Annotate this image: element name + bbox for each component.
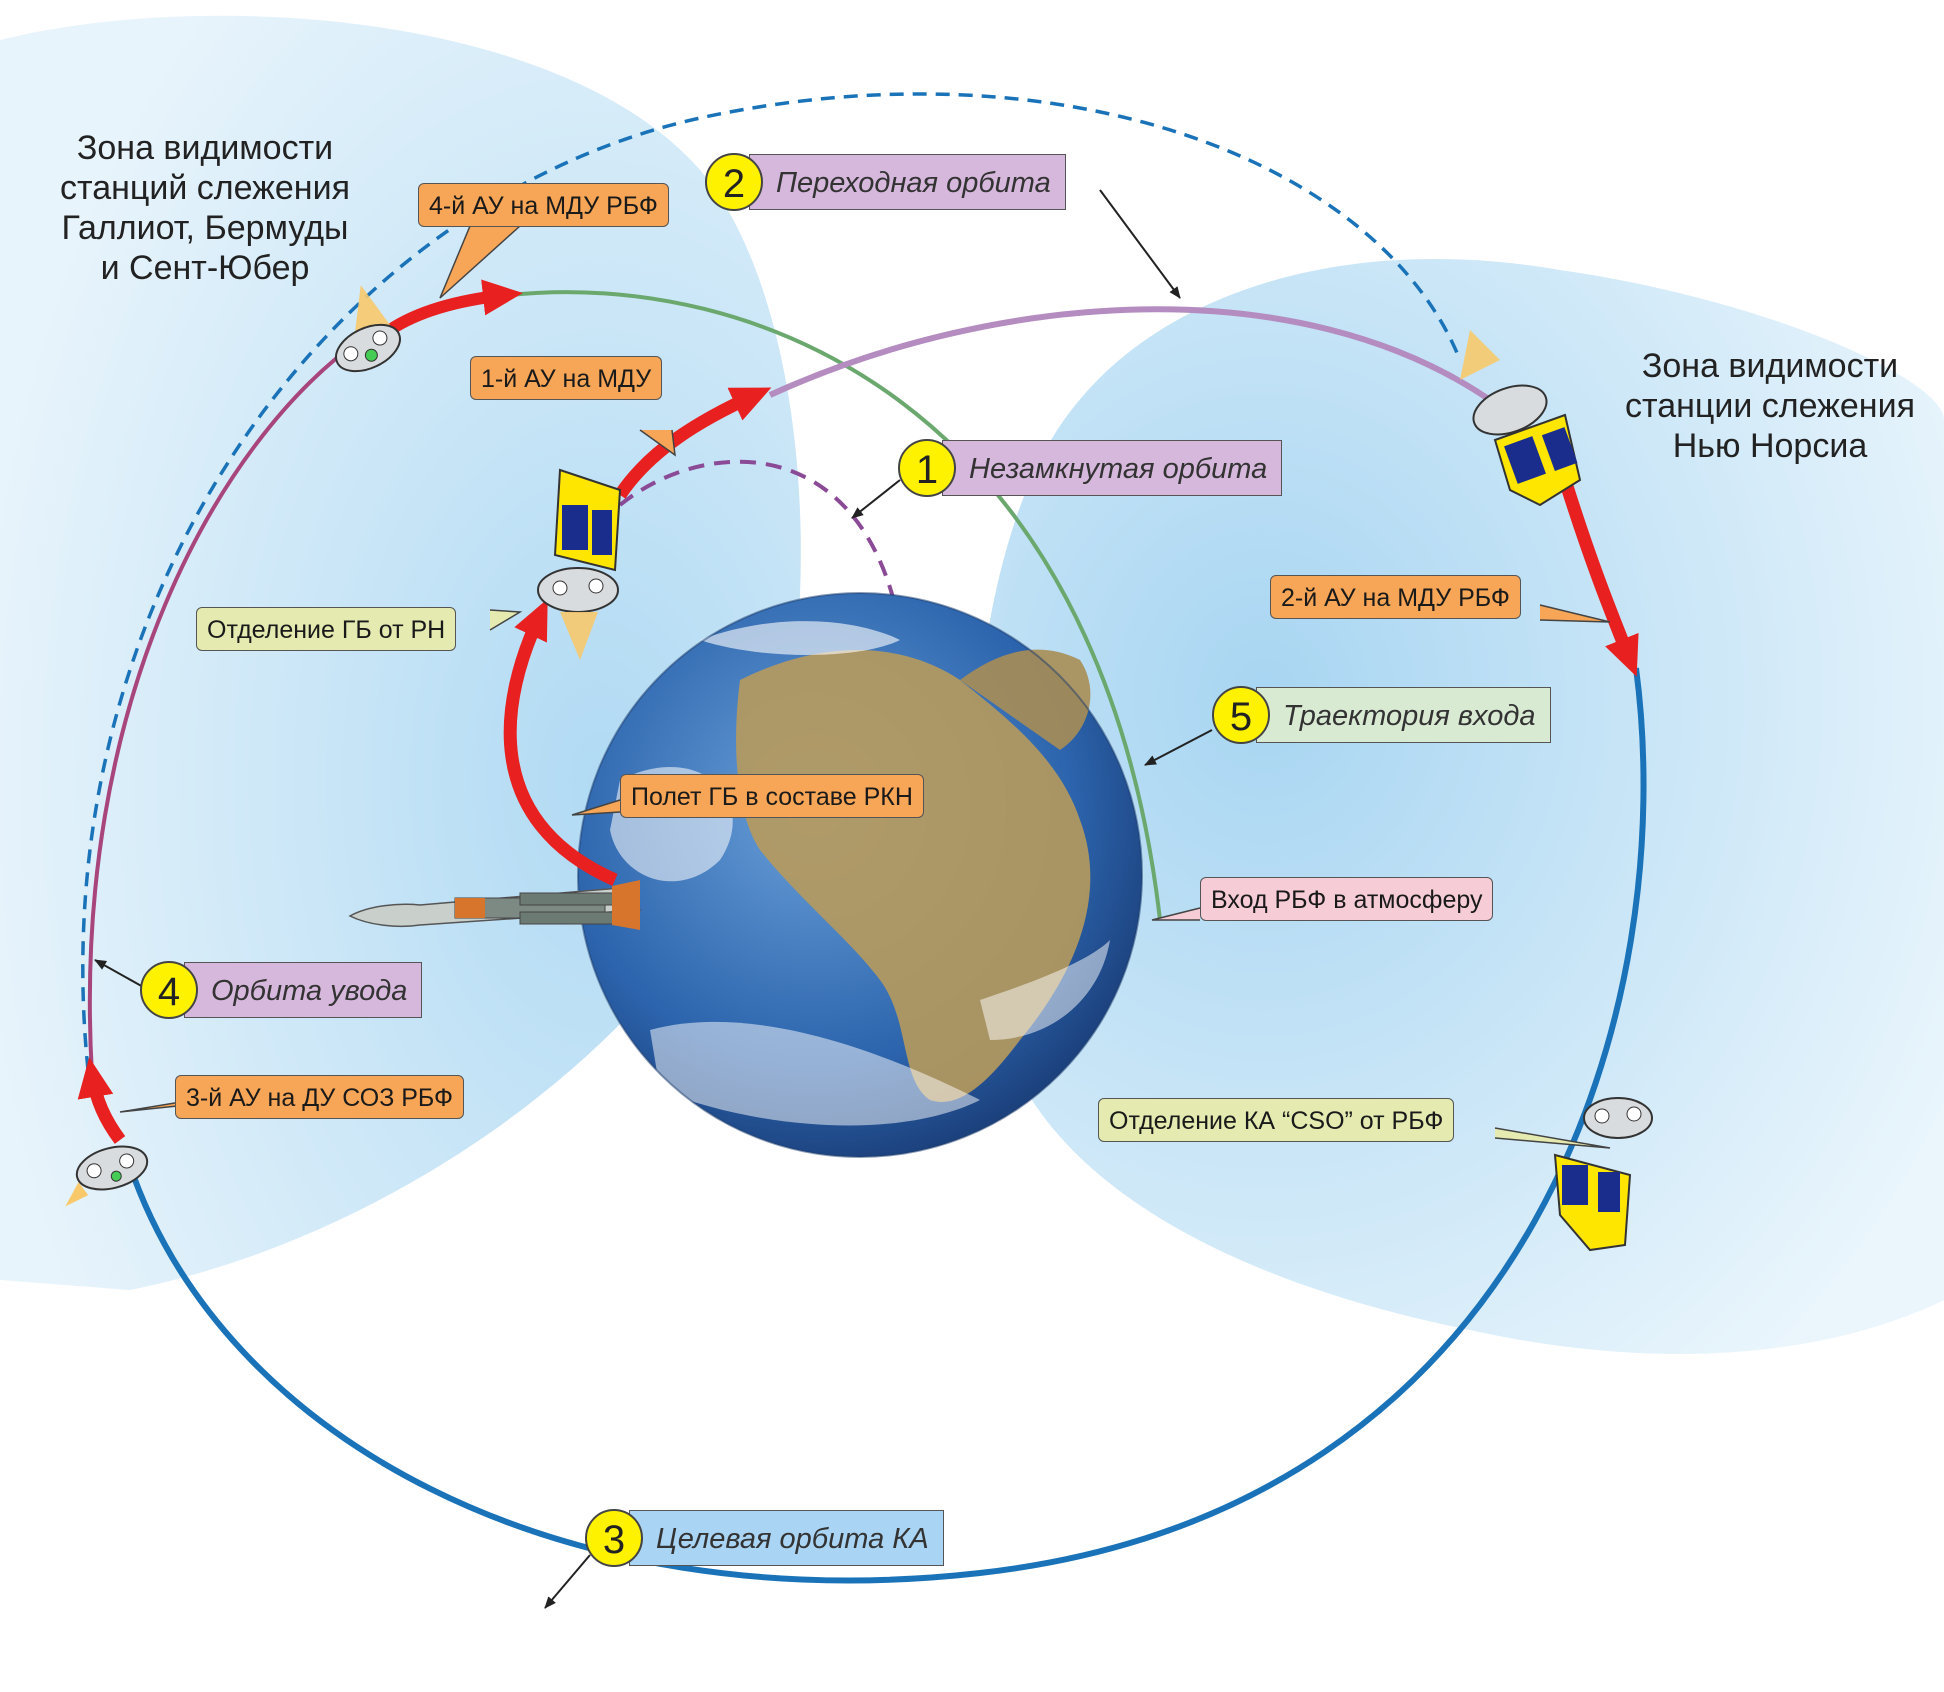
upper-stage-icon-nw (335, 285, 401, 373)
orbit-label-text: Орбита увода (184, 962, 423, 1018)
au1-arrow (614, 387, 772, 499)
upper-stage-icon-center (537, 468, 622, 660)
orbit-label-1: 1 Незамкнутая орбита (898, 436, 1283, 500)
rocket-icon (348, 880, 642, 930)
au4-arrow (386, 279, 523, 336)
orbit-label-3: 3 Целевая орбита КА (585, 1506, 944, 1570)
upper-stage-icon-sw (65, 1145, 149, 1207)
orbit-number-badge: 2 (705, 153, 763, 211)
callout-entry: Вход РБФ в атмосферу (1200, 877, 1494, 921)
zone-title-west: Зона видимости станций слежения Галлиот,… (40, 128, 370, 288)
au3-arrow (77, 1057, 126, 1144)
orbit-label-text: Целевая орбита КА (629, 1510, 944, 1566)
spacecraft-icon-se (1553, 1153, 1632, 1252)
callout-sep-ka: Отделение КА “CSO” от РБФ (1098, 1098, 1455, 1142)
launch-arc-arrow (503, 598, 618, 886)
zone-title-east-line1: Зона видимости (1641, 347, 1899, 385)
orbit-label-text: Переходная орбита (749, 154, 1066, 210)
callout-au4: 4-й АУ на МДУ РБФ (418, 183, 669, 227)
earth (577, 592, 1143, 1158)
au2-arrow (1558, 478, 1639, 677)
orbit-label-text: Незамкнутая орбита (942, 440, 1283, 496)
orbit-label-2: 2 Переходная орбита (705, 150, 1066, 214)
deorbit-orbit (87, 338, 362, 1076)
visibility-zone-east (973, 258, 1944, 1355)
callout-au1: 1-й АУ на МДУ (470, 356, 663, 400)
zone-title-west-line1: Зона видимости (76, 129, 334, 167)
zone-title-east-line2: станции слежения (1625, 387, 1915, 425)
orbit-number-badge: 1 (898, 439, 956, 497)
callout-flight-gb: Полет ГБ в составе РКН (620, 774, 924, 818)
entry-trajectory (509, 290, 1162, 921)
zone-title-west-line4: и Сент-Юбер (100, 249, 310, 287)
orbit-label-text: Траектория входа (1256, 687, 1551, 743)
target-orbit (125, 667, 1647, 1584)
burn-arrows (77, 279, 1639, 1144)
orbit-number-badge: 5 (1212, 686, 1270, 744)
zone-title-east: Зона видимости станции слежения Нью Норс… (1600, 346, 1940, 466)
upper-stage-icon-ne (1460, 330, 1582, 507)
target-orbit-dashed (81, 92, 1462, 1071)
zone-title-west-line3: Галлиот, Бермуды (61, 209, 349, 247)
orbit-label-5: 5 Траектория входа (1212, 683, 1551, 747)
upper-stage-icon-se (1583, 1097, 1653, 1139)
callout-sep-gb: Отделение ГБ от РН (196, 607, 457, 651)
callout-au3: 3-й АУ на ДУ СОЗ РБФ (175, 1075, 465, 1119)
suborbital-trajectory (618, 459, 897, 606)
orbit-number-badge: 4 (140, 961, 198, 1019)
zone-title-east-line3: Нью Норсиа (1672, 427, 1868, 465)
zone-title-west-line2: станций слежения (60, 169, 350, 207)
callout-au2: 2-й АУ на МДУ РБФ (1270, 575, 1521, 619)
transfer-orbit (768, 306, 1492, 403)
orbit-number-badge: 3 (585, 1509, 643, 1567)
orbit-label-4: 4 Орбита увода (140, 958, 423, 1022)
